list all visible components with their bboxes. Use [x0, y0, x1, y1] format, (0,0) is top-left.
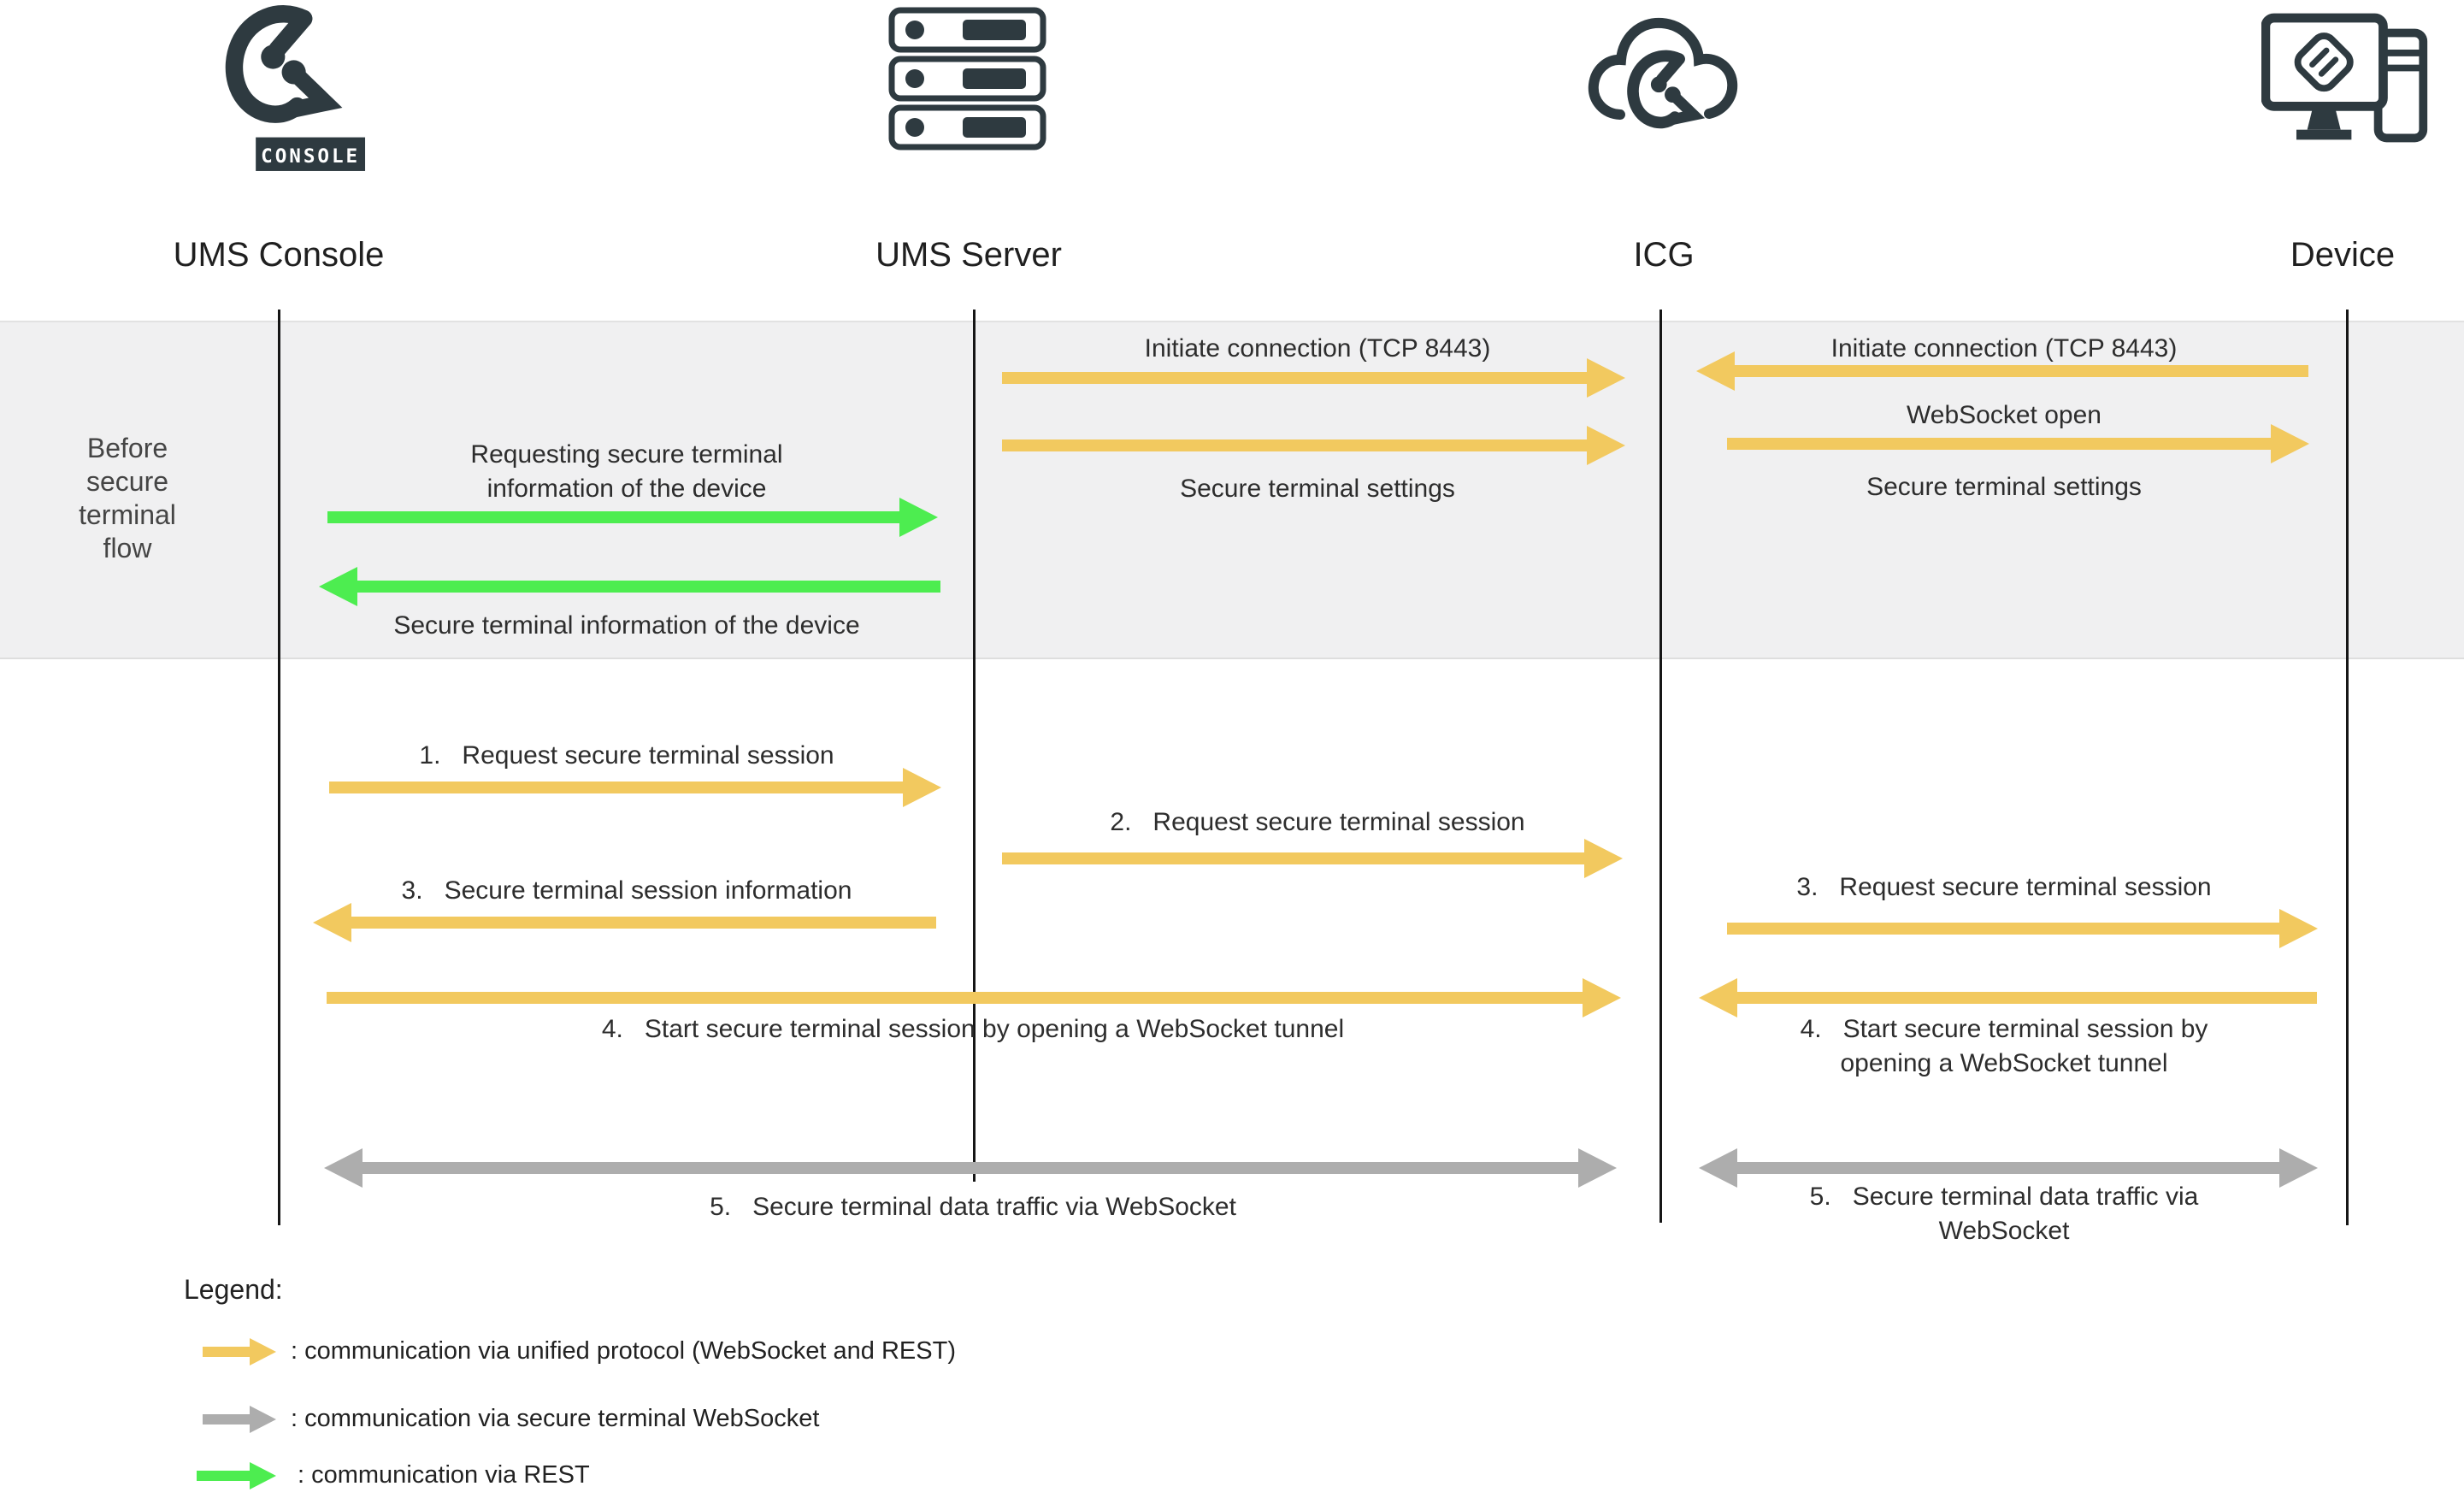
icg-cloud-icon [1588, 17, 1738, 159]
msg-step1: 1. Request secure terminal session [419, 741, 834, 770]
msg-secure-terminal-settings-icg-device: Secure terminal settings [1866, 473, 2142, 501]
legend-arrow-unified [203, 1347, 250, 1357]
msg-step3-left: 3. Secure terminal session information [401, 876, 852, 905]
legend-arrow-secure-websocket [203, 1414, 250, 1424]
msg-step4-left: 4. Start secure terminal session by open… [601, 1015, 1345, 1043]
msg-step5-right: 5. Secure terminal data traffic via WebS… [1809, 1183, 2199, 1245]
lifeline-device [2346, 310, 2349, 1225]
device-icon [2261, 13, 2428, 143]
msg-step2: 2. Request secure terminal session [1110, 808, 1525, 836]
entity-label-ums-server: UMS Server [875, 236, 1062, 274]
msg-initiate-connection-device-icg: Initiate connection (TCP 8443) [1830, 334, 2178, 363]
arrow-step4-left [327, 992, 1583, 1004]
arrow-initiate-connection-device-icg [1735, 365, 2308, 377]
arrow-secure-terminal-info [357, 581, 940, 593]
arrow-step4-right [1737, 992, 2317, 1004]
entity-label-icg: ICG [1633, 236, 1695, 274]
phase-band-label: Before secure terminal flow [79, 433, 176, 563]
msg-secure-terminal-settings-server-icg: Secure terminal settings [1180, 475, 1455, 503]
legend-label-unified: : communication via unified protocol (We… [291, 1337, 956, 1365]
arrow-step2 [1002, 852, 1584, 864]
ums-server-icon [888, 7, 1046, 150]
msg-initiate-connection-server-icg: Initiate connection (TCP 8443) [1144, 334, 1491, 363]
arrow-step5-left [363, 1162, 1578, 1174]
msg-step4-right: 4. Start secure terminal session by open… [1800, 1015, 2208, 1077]
arrow-websocket-open-icg-device [1727, 438, 2271, 450]
legend-label-rest: : communication via REST [298, 1461, 590, 1489]
msg-step3-right: 3. Request secure terminal session [1796, 873, 2212, 901]
msg-step5-left: 5. Secure terminal data traffic via WebS… [710, 1193, 1236, 1221]
entity-label-ums-console: UMS Console [173, 236, 385, 274]
ums-console-icon: CONSOLE [212, 3, 366, 171]
lifeline-ums-console [278, 310, 280, 1225]
arrow-step1 [329, 782, 903, 793]
arrow-initiate-connection-server-icg [1002, 372, 1587, 384]
msg-requesting-secure-terminal-info: Requesting secure terminal information o… [470, 440, 783, 503]
arrow-step3-right [1727, 923, 2279, 935]
msg-websocket-open: WebSocket open [1907, 401, 2101, 429]
entity-label-device: Device [2290, 236, 2396, 274]
legend-label-secure-websocket: : communication via secure terminal WebS… [291, 1405, 820, 1432]
legend-arrow-rest [197, 1471, 250, 1481]
lifeline-icg [1659, 310, 1662, 1223]
console-badge-text: CONSOLE [261, 145, 360, 168]
arrow-requesting-secure-terminal-info [327, 511, 899, 523]
msg-secure-terminal-info: Secure terminal information of the devic… [393, 611, 860, 640]
legend-title: Legend: [184, 1274, 283, 1305]
lifeline-ums-server [973, 310, 976, 1182]
arrow-step5-right [1737, 1162, 2279, 1174]
arrow-secure-terminal-settings-server-icg [1002, 439, 1587, 451]
arrow-step3-left [351, 917, 936, 929]
